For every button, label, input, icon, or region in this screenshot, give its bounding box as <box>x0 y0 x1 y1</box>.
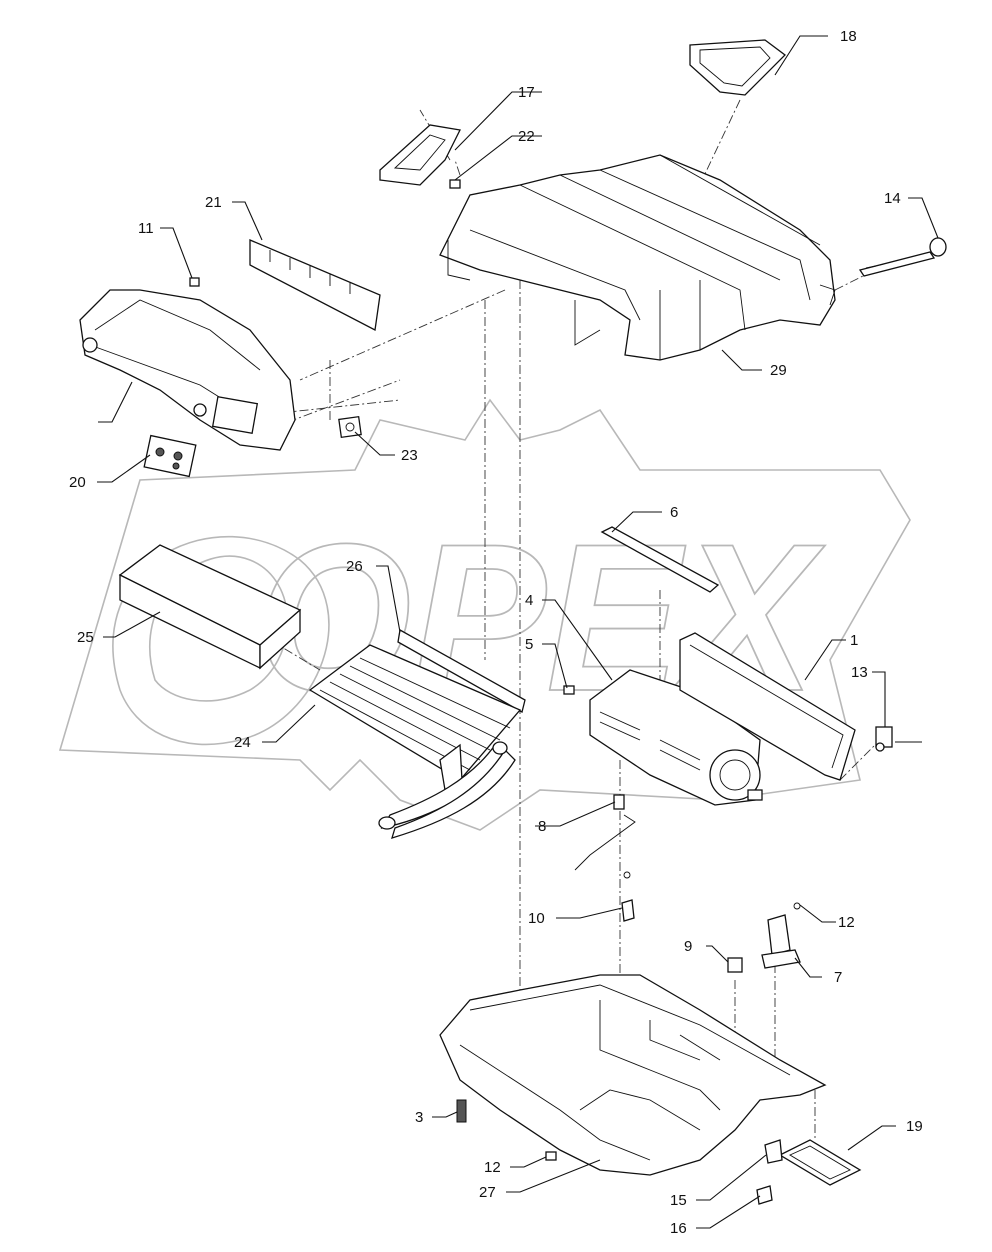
part-drain-valve <box>756 1139 783 1205</box>
callout-10: 10 <box>528 910 545 927</box>
callout-16: 16 <box>670 1220 687 1237</box>
part-small-bracket <box>621 871 635 922</box>
callout-18: 18 <box>840 28 857 45</box>
part-clip-6 <box>563 685 575 695</box>
callout-4: 4 <box>525 592 533 609</box>
part-side-duct <box>79 289 296 451</box>
callout-23: 23 <box>401 447 418 464</box>
part-bracket <box>249 239 381 331</box>
callout-21: 21 <box>205 194 222 211</box>
part-cover-plate <box>143 434 197 478</box>
callout-24: 24 <box>234 734 251 751</box>
callout-12-bottom: 12 <box>484 1159 501 1176</box>
callout-26: 26 <box>346 558 363 575</box>
callout-22: 22 <box>518 128 535 145</box>
callout-27: 27 <box>479 1184 496 1201</box>
part-spring <box>456 1099 467 1123</box>
part-clip-12-top <box>189 277 200 287</box>
part-clip-22 <box>449 179 461 189</box>
callout-13: 13 <box>851 664 868 681</box>
part-blower-housing <box>589 669 763 806</box>
part-clip-12-bottom <box>545 1151 557 1161</box>
callout-14: 14 <box>884 190 901 207</box>
part-flap <box>379 124 461 186</box>
callout-8: 8 <box>538 818 546 835</box>
part-screw <box>858 237 947 277</box>
callout-6: 5 <box>525 636 533 653</box>
callout-12-top: 11 <box>138 220 154 237</box>
callout-5: 6 <box>670 504 678 521</box>
part-resistor <box>761 902 801 969</box>
part-top-gasket <box>689 39 786 96</box>
callout-15: 15 <box>670 1192 687 1209</box>
callout-9: 9 <box>684 938 692 955</box>
callout-labels: 18 17 22 14 21 11 29 23 20 6 26 4 25 5 1… <box>69 28 923 1237</box>
part-bottom-gasket <box>778 1139 862 1186</box>
callout-19: 19 <box>906 1118 923 1135</box>
callout-25: 25 <box>77 629 94 646</box>
part-upper-housing <box>439 154 836 361</box>
callout-7: 7 <box>834 969 842 986</box>
callout-11: 12 <box>838 914 855 931</box>
callout-17: 17 <box>518 84 535 101</box>
part-lower-housing <box>439 974 827 1176</box>
callout-20: 20 <box>69 474 86 491</box>
callout-3: 3 <box>415 1109 423 1126</box>
part-heater-core <box>308 644 522 839</box>
part-connector <box>727 957 743 973</box>
part-filter-block <box>118 544 302 670</box>
callout-leaders <box>97 35 939 1229</box>
part-seal-5 <box>600 526 720 593</box>
callout-1: 1 <box>850 632 858 649</box>
callout-28: 29 <box>770 362 787 379</box>
part-seal-strip <box>397 628 526 713</box>
part-cabin-filter <box>679 632 856 781</box>
part-actuator <box>875 726 922 752</box>
